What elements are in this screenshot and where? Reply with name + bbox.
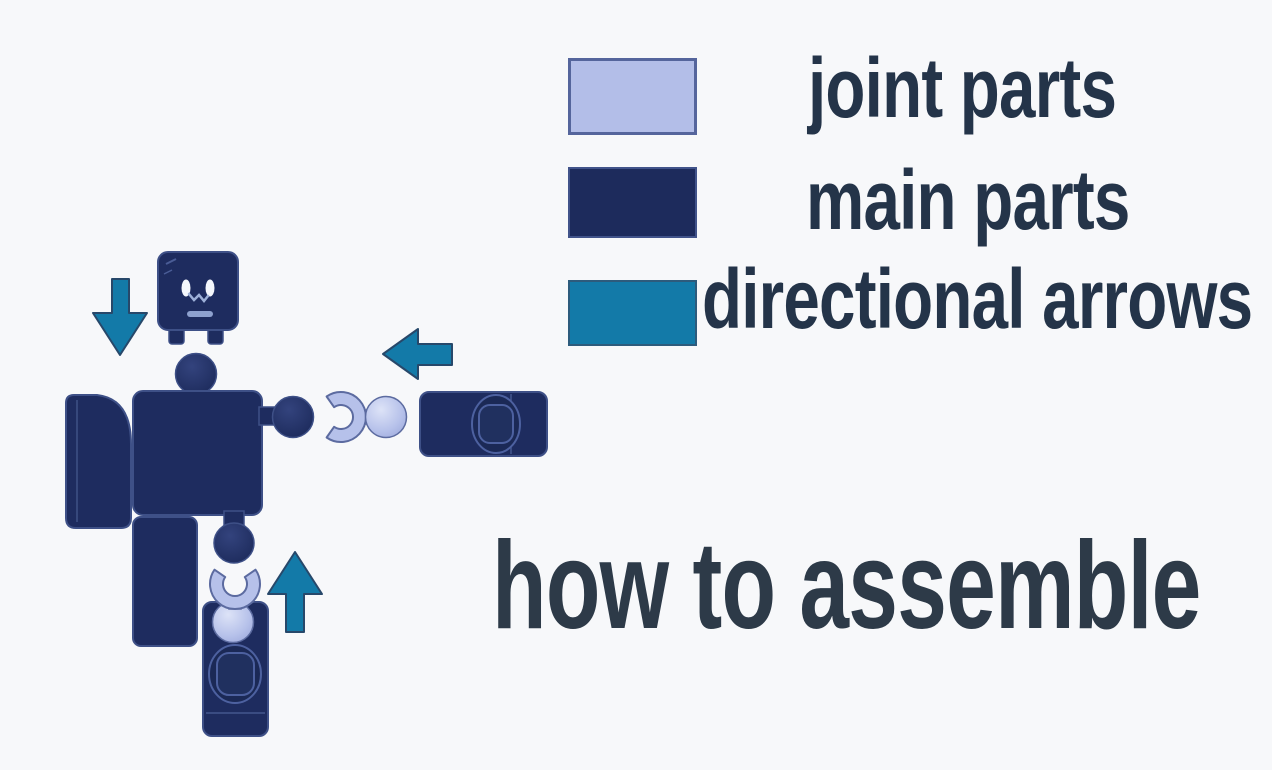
shoulder-ball (271, 395, 315, 439)
left-arrow-icon (382, 328, 453, 380)
legend-label-joint-parts: joint parts (808, 41, 1117, 135)
mouth (187, 292, 210, 303)
legend-swatch-directional-arrows (568, 280, 697, 346)
arm-socket-claw (325, 391, 367, 443)
down-arrow-icon (92, 278, 148, 356)
leg-roller-hub (216, 652, 255, 696)
torso (132, 390, 263, 516)
left-arm (65, 394, 132, 529)
up-arrow-icon (267, 551, 323, 633)
legend-swatch-main-parts (568, 167, 697, 238)
leg-socket-claw (209, 568, 261, 610)
leg-joint-part (209, 568, 261, 644)
arm-ball-joint (364, 395, 408, 439)
eye-left (181, 279, 191, 297)
robot-head (157, 251, 239, 345)
eye-right (205, 279, 215, 297)
page-title: how to assemble (492, 517, 1201, 655)
neck-ball (174, 352, 218, 396)
forearm-roller-hub (478, 404, 514, 444)
arm-joint-part (325, 391, 408, 443)
head-box (157, 251, 239, 331)
hip-ball (213, 522, 255, 564)
legend-swatch-joint-parts (568, 58, 697, 135)
legend-label-directional-arrows: directional arrows (702, 252, 1253, 346)
forearm-part (419, 391, 548, 457)
legend-label-main-parts: main parts (806, 153, 1130, 247)
chin-plate (187, 311, 213, 317)
left-leg (132, 516, 198, 647)
